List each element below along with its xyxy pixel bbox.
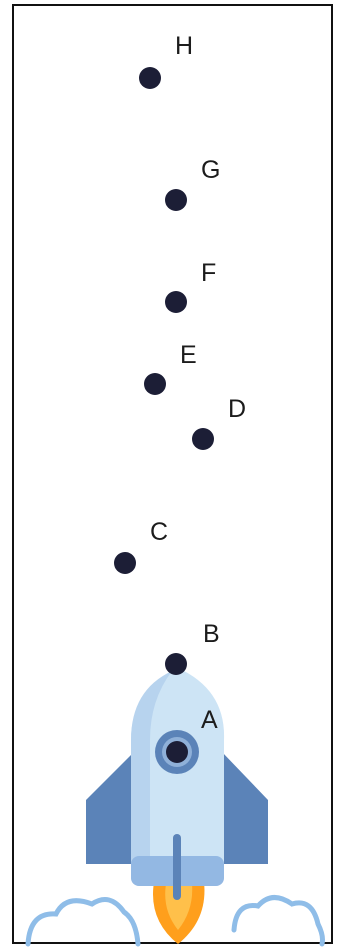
point-f <box>165 291 187 313</box>
point-g <box>165 189 187 211</box>
point-e <box>144 373 166 395</box>
point-label-g: G <box>201 158 220 183</box>
point-h <box>139 67 161 89</box>
left-fin <box>86 752 134 864</box>
right-cloud-icon <box>234 897 323 944</box>
point-label-e: E <box>180 343 197 368</box>
left-cloud-icon <box>28 900 138 945</box>
point-label-d: D <box>228 397 246 422</box>
right-fin <box>222 752 268 864</box>
point-label-a: A <box>201 708 218 733</box>
point-label-c: C <box>150 520 168 545</box>
point-b <box>165 653 187 675</box>
rocket-nozzle <box>173 834 181 900</box>
rocket-illustration <box>28 668 323 944</box>
point-label-h: H <box>175 34 193 59</box>
point-a <box>166 741 188 763</box>
point-c <box>114 552 136 574</box>
point-label-b: B <box>203 622 220 647</box>
point-d <box>192 428 214 450</box>
point-label-f: F <box>201 261 216 286</box>
